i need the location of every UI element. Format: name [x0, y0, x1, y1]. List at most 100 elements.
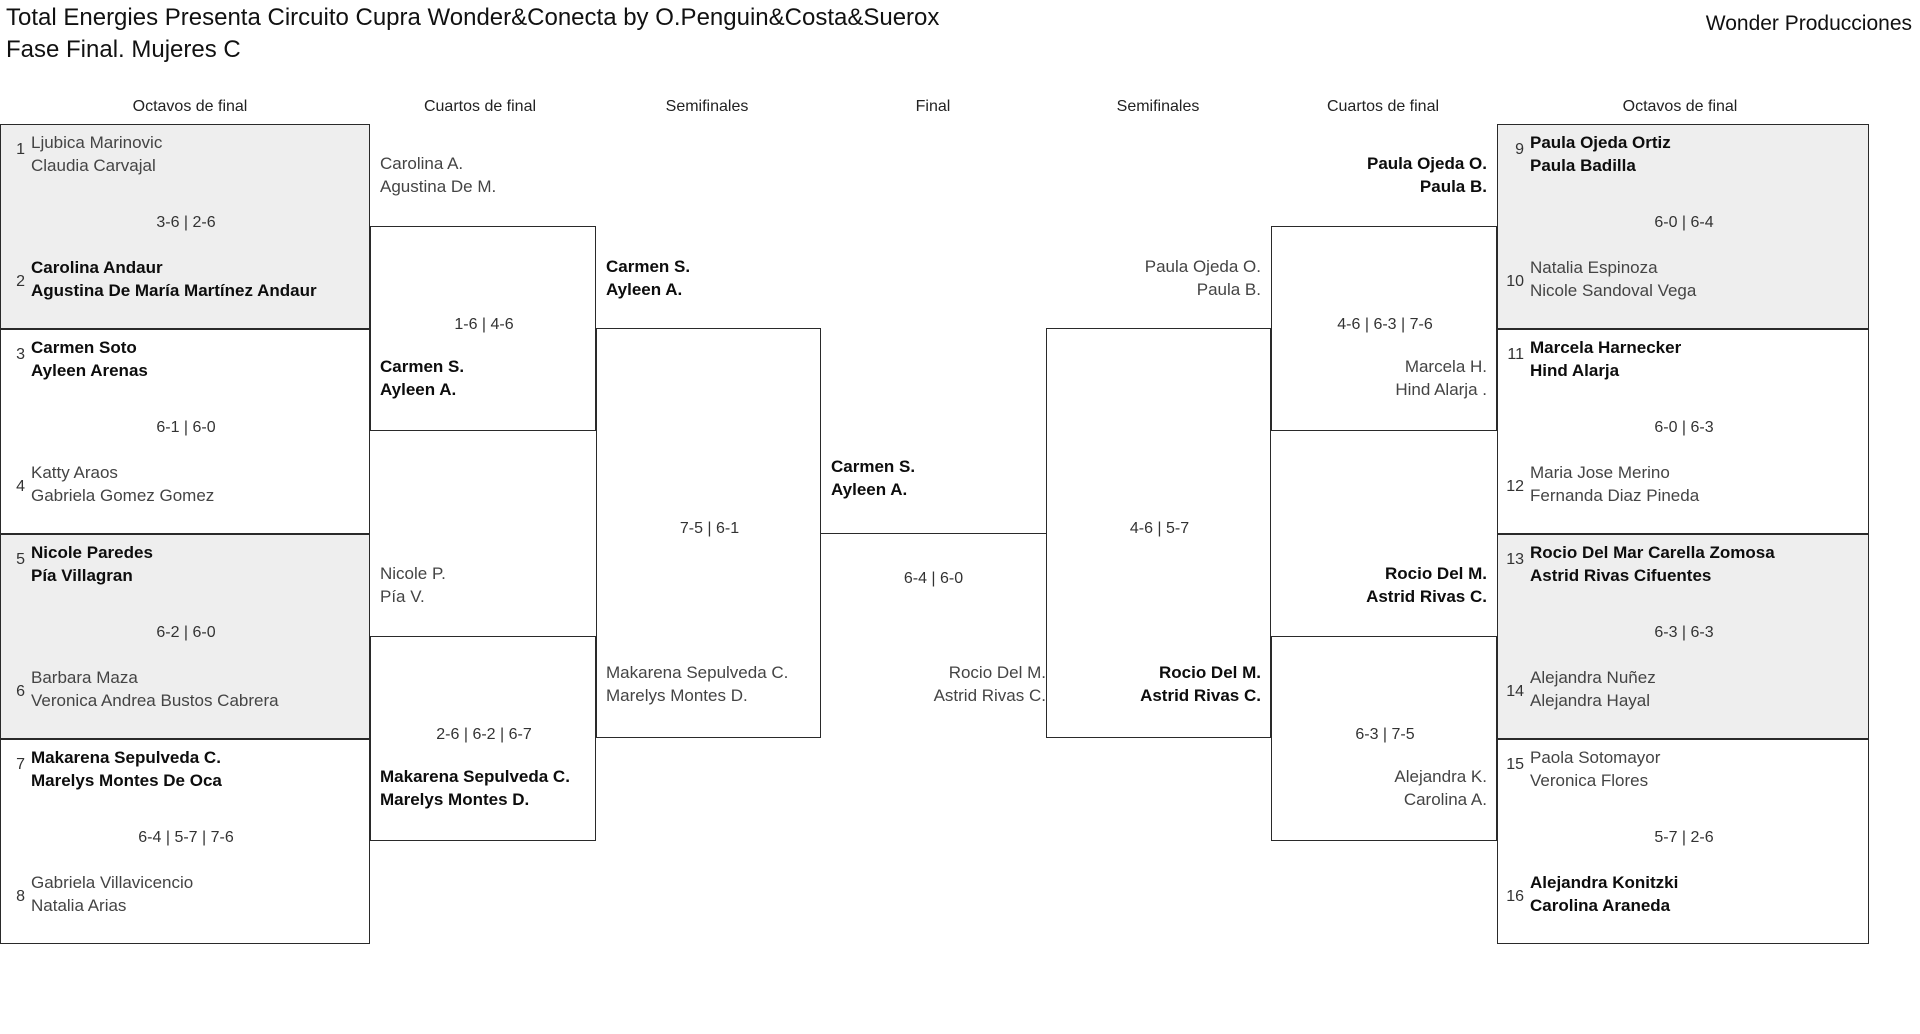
team-line: Carmen S. — [380, 357, 465, 376]
match-score: 6-4 | 5-7 | 7-6 — [138, 829, 234, 846]
seed-number: 15 — [1506, 756, 1524, 773]
team-line: Carmen Soto — [31, 338, 137, 357]
seed-number: 2 — [16, 273, 25, 290]
match-score: 6-2 | 6-0 — [156, 624, 216, 641]
team-line: Veronica Andrea Bustos Cabrera — [31, 691, 279, 710]
team-line: Paula Badilla — [1530, 156, 1636, 175]
team-line: Makarena Sepulveda C. — [31, 748, 221, 767]
title-line-1: Total Energies Presenta Circuito Cupra W… — [6, 4, 940, 31]
team-line: Pía V. — [380, 587, 425, 606]
team-line: Pía Villagran — [31, 566, 133, 585]
team-line: Nicole P. — [380, 564, 446, 583]
seed-number: 13 — [1506, 551, 1524, 568]
team-line: Barbara Maza — [31, 668, 138, 687]
match-score: 6-0 | 6-4 — [1654, 214, 1714, 231]
match-box-r16-1[interactable]: 9 Paula Ojeda Ortiz Paula Badilla 6-0 | … — [1497, 124, 1869, 329]
team-line: Rocio Del M. — [1158, 663, 1261, 682]
team-line: Makarena Sepulveda C. — [380, 767, 570, 786]
team-line: Paula Ojeda Ortiz — [1530, 133, 1671, 152]
match-box-r16-4[interactable]: 15 Paola Sotomayor Veronica Flores 5-7 |… — [1497, 739, 1869, 944]
team-line: Ayleen A. — [831, 480, 908, 499]
team-line: Marelys Montes De Oca — [31, 771, 222, 790]
match-box-rqf-2[interactable]: 6-3 | 7-5 — [1271, 636, 1497, 841]
seed-number: 14 — [1506, 683, 1524, 700]
match-score: 1-6 | 4-6 — [454, 316, 514, 333]
seed-number: 9 — [1515, 141, 1524, 158]
team-line: Gabriela Villavicencio — [31, 873, 194, 892]
team-line: Alejandra Nuñez — [1530, 668, 1656, 687]
match-score: 5-7 | 2-6 — [1654, 829, 1714, 846]
match-box-l16-3[interactable]: 5 Nicole Paredes Pía Villagran 6-2 | 6-0… — [0, 534, 370, 739]
match-box-l16-1[interactable]: 1 Ljubica Marinovic Claudia Carvajal 3-6… — [0, 124, 370, 329]
seed-number: 5 — [16, 551, 25, 568]
team-line: Hind Alarja — [1530, 361, 1620, 380]
team-line: Carolina A. — [380, 154, 464, 173]
match-box-l16-2[interactable]: 3 Carmen Soto Ayleen Arenas 6-1 | 6-0 4 … — [0, 329, 370, 534]
match-score: 6-0 | 6-3 — [1654, 419, 1714, 436]
match-box-lsf-1[interactable]: 7-5 | 6-1 — [596, 328, 821, 738]
team-line: Ayleen A. — [606, 280, 683, 299]
team-line: Paula Ojeda O. — [1144, 257, 1261, 276]
seed-number: 12 — [1506, 478, 1524, 495]
team-line: Fernanda Diaz Pineda — [1530, 486, 1700, 505]
seed-number: 16 — [1506, 888, 1524, 905]
team-line: Katty Araos — [31, 463, 118, 482]
team-line: Marcela H. — [1404, 357, 1487, 376]
team-line: Astrid Rivas Cifuentes — [1530, 566, 1712, 585]
seed-number: 1 — [16, 141, 25, 158]
page-title: Total Energies Presenta Circuito Cupra W… — [6, 2, 1256, 66]
team-line: Carmen S. — [831, 457, 916, 476]
producer-label: Wonder Producciones — [1705, 12, 1912, 35]
final-score: 6-4 | 6-0 — [903, 570, 964, 587]
round-header-right-r16: Octavos de final — [1622, 98, 1738, 115]
seed-number: 11 — [1507, 346, 1524, 363]
seed-number: 3 — [16, 346, 25, 363]
team-line: Nicole Sandoval Vega — [1530, 281, 1697, 300]
match-score: 4-6 | 6-3 | 7-6 — [1337, 316, 1433, 333]
seed-number: 7 — [16, 756, 25, 773]
match-score: 6-3 | 6-3 — [1654, 624, 1714, 641]
team-line: Carolina Andaur — [31, 258, 163, 277]
team-line: Marelys Montes D. — [380, 790, 530, 809]
team-line: Marelys Montes D. — [606, 686, 748, 705]
seed-number: 8 — [16, 888, 25, 905]
final-connector-left — [821, 533, 1046, 534]
match-score: 2-6 | 6-2 | 6-7 — [436, 726, 532, 743]
team-line: Natalia Espinoza — [1530, 258, 1658, 277]
team-line: Alejandra Konitzki — [1530, 873, 1679, 892]
round-header-final: Final — [915, 98, 951, 115]
team-line: Marcela Harnecker — [1530, 338, 1682, 357]
round-header-left-sf: Semifinales — [665, 98, 749, 115]
team-line: Gabriela Gomez Gomez — [31, 486, 215, 505]
team-line: Carolina Araneda — [1530, 896, 1671, 915]
seed-number: 6 — [16, 683, 25, 700]
team-line: Natalia Arias — [31, 896, 127, 915]
match-box-rsf-1[interactable]: 4-6 | 5-7 — [1046, 328, 1271, 738]
match-score: 7-5 | 6-1 — [679, 520, 740, 537]
team-line: Makarena Sepulveda C. — [606, 663, 789, 682]
team-line: Rocio Del M. — [948, 663, 1046, 682]
round-header-left-qf: Cuartos de final — [423, 98, 537, 115]
match-score: 6-3 | 7-5 — [1355, 726, 1415, 743]
match-box-r16-2[interactable]: 11 Marcela Harnecker Hind Alarja 6-0 | 6… — [1497, 329, 1869, 534]
team-line: Astrid Rivas C. — [1366, 587, 1487, 606]
team-line: Rocio Del M. — [1384, 564, 1487, 583]
team-line: Paula B. — [1196, 280, 1261, 299]
seed-number: 10 — [1506, 273, 1524, 290]
team-line: Astrid Rivas C. — [1140, 686, 1261, 705]
team-line: Hind Alarja . — [1395, 380, 1487, 399]
team-line: Maria Jose Merino — [1530, 463, 1670, 482]
round-header-right-qf: Cuartos de final — [1326, 98, 1440, 115]
team-line: Rocio Del Mar Carella Zomosa — [1530, 543, 1775, 562]
round-header-left-r16: Octavos de final — [132, 98, 248, 115]
team-line: Claudia Carvajal — [31, 156, 156, 175]
match-box-lqf-2[interactable]: 2-6 | 6-2 | 6-7 — [370, 636, 596, 841]
match-score: 6-1 | 6-0 — [156, 419, 216, 436]
team-line: Ljubica Marinovic — [31, 133, 163, 152]
match-box-l16-4[interactable]: 7 Makarena Sepulveda C. Marelys Montes D… — [0, 739, 370, 944]
match-box-lqf-1[interactable]: 1-6 | 4-6 — [370, 226, 596, 431]
round-header-right-sf: Semifinales — [1116, 98, 1200, 115]
team-line: Astrid Rivas C. — [933, 686, 1046, 705]
match-box-rqf-1[interactable]: 4-6 | 6-3 | 7-6 — [1271, 226, 1497, 431]
match-box-r16-3[interactable]: 13 Rocio Del Mar Carella Zomosa Astrid R… — [1497, 534, 1869, 739]
